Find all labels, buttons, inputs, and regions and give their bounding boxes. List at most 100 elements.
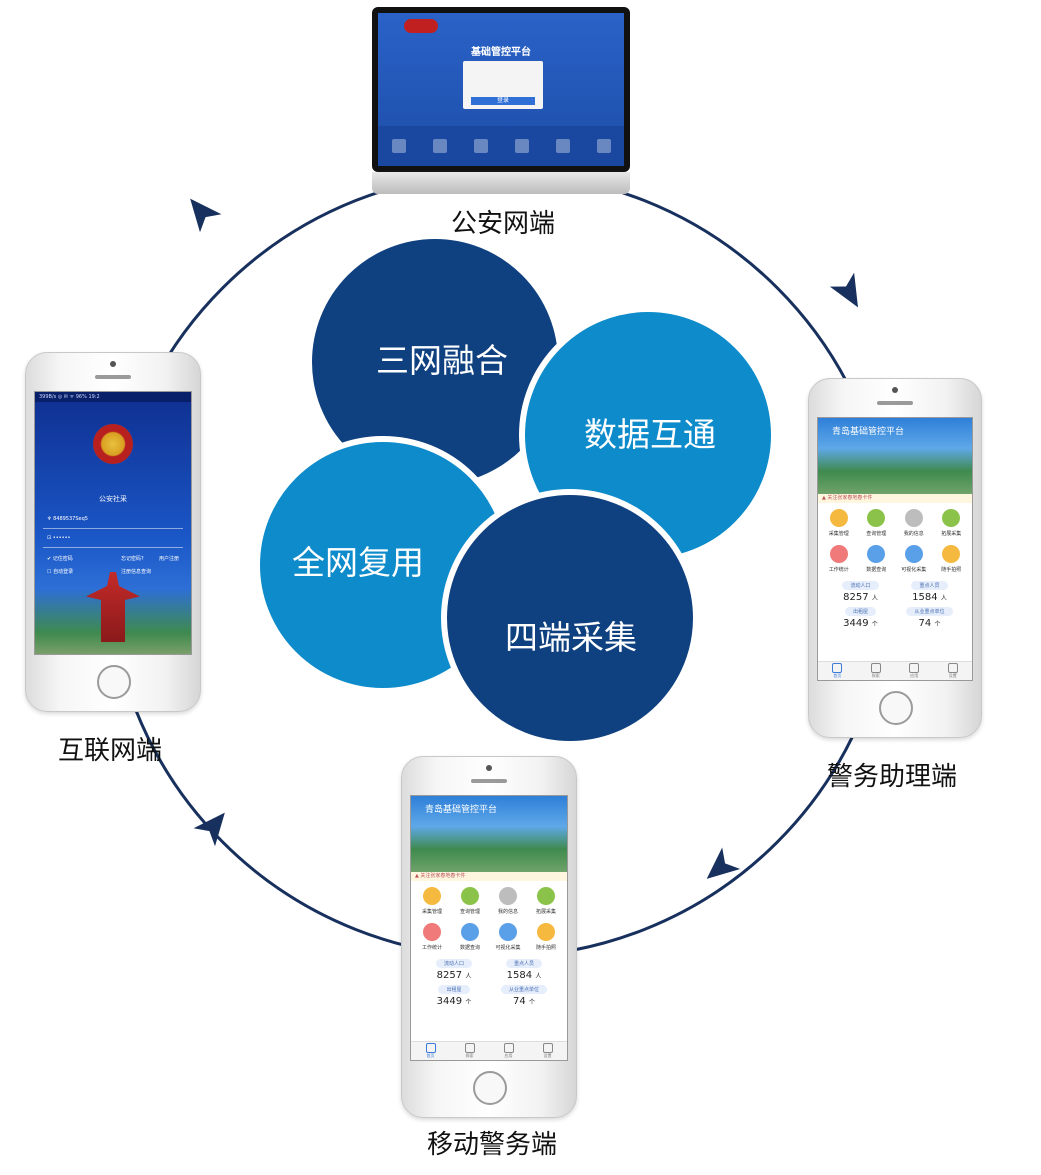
lock-icon: ⊡ (47, 535, 53, 541)
ring-arrow-top-right (829, 272, 858, 308)
app-icon-dataquery[interactable]: 数据查询 (451, 923, 489, 951)
user-icon (904, 509, 923, 527)
app-icon-grid: 采集管理 查询管理 我的信息 拓展采集 工作统计 数据查询 可视化采集 随手拍照 (818, 503, 972, 579)
tab-settings[interactable]: 设置 (542, 1043, 553, 1059)
user-icon (499, 887, 517, 905)
app-icon-photo[interactable]: 随手拍照 (527, 923, 565, 951)
petal-fusion-label: 三网融合 (376, 341, 508, 380)
camera-icon (110, 361, 116, 367)
forgot-link[interactable]: 忘记密码? (121, 556, 144, 562)
speaker-icon (877, 401, 913, 405)
monitor-screen: 基础管控平台 登录 (378, 13, 624, 166)
camera-icon (942, 545, 961, 563)
app-icon-visual[interactable]: 可视化采集 (489, 923, 527, 951)
account-field[interactable]: ♆ 8489537Seq5 (47, 516, 88, 522)
device-label-mobile: 移动警务端 (426, 1130, 558, 1160)
app-title: 青岛基础管控平台 (832, 427, 905, 437)
visual-icon (499, 923, 517, 941)
tab-home[interactable]: 首页 (425, 1043, 436, 1059)
app-icon-expand[interactable]: 拓展采集 (933, 509, 971, 537)
login-screen: 399B/s ◎ ✉ ᯤ 96% 19:2 公安社采 ♆ 8489537Seq5… (34, 391, 192, 655)
police-web-monitor: 基础管控平台 登录 (372, 7, 630, 197)
app-icon-collect[interactable]: 采集管理 (820, 509, 858, 537)
globe-icon[interactable] (473, 139, 488, 153)
police-emblem-icon (93, 424, 133, 464)
home-button[interactable] (473, 1071, 507, 1105)
info-icon[interactable] (514, 139, 529, 153)
home-icon (832, 663, 843, 673)
petal-collect-label: 四端采集 (505, 618, 637, 657)
app-notice: ▲ 关注张家春地春卡件 (818, 494, 972, 503)
download-icon[interactable] (555, 139, 570, 153)
speaker-icon (471, 779, 507, 783)
collect-icon (829, 509, 848, 527)
app-icon-dataquery[interactable]: 数据查询 (858, 545, 896, 573)
check-icon: ✔ (47, 556, 53, 562)
internet-phone: 399B/s ◎ ✉ ᯤ 96% 19:2 公安社采 ♆ 8489537Seq5… (25, 352, 201, 712)
register-link[interactable]: 用户注册 (159, 556, 180, 562)
app-icon-query[interactable]: 查询管理 (451, 887, 489, 915)
camera-icon (537, 923, 555, 941)
expand-icon (942, 509, 961, 527)
tab-explore[interactable]: 探索 (464, 1043, 475, 1059)
password-field[interactable]: ⊡ •••••• (47, 535, 71, 541)
grid-icon[interactable] (432, 139, 447, 153)
app-icon-photo[interactable]: 随手拍照 (933, 545, 971, 573)
app-banner: 青岛基础管控平台 (411, 796, 567, 872)
database-icon (867, 545, 886, 563)
app-tabbar: 首页 探索 应用 设置 (818, 661, 972, 680)
petal-reuse-label: 全网复用 (292, 543, 424, 582)
grid-icon (909, 663, 920, 673)
camera-icon (486, 765, 492, 771)
compass-icon (870, 663, 881, 673)
tab-apps[interactable]: 应用 (909, 663, 920, 679)
account-underline (43, 528, 183, 529)
grid-icon (503, 1043, 514, 1053)
tab-home[interactable]: 首页 (832, 663, 843, 679)
app-icon-myinfo[interactable]: 我的信息 (895, 509, 933, 537)
device-label-internet: 互联网端 (57, 736, 163, 766)
checkbox-icon: ☐ (47, 569, 54, 575)
mobile-icon[interactable] (596, 139, 611, 153)
register-query-link[interactable]: 注册信息查询 (121, 569, 152, 575)
phone-icon[interactable] (391, 139, 406, 153)
stats-icon (423, 923, 441, 941)
monitor-login-button[interactable]: 登录 (471, 97, 535, 105)
app-icon-stats[interactable]: 工作统计 (820, 545, 858, 573)
camera-icon (892, 387, 898, 393)
app-title: 青岛基础管控平台 (425, 805, 498, 815)
app-icon-grid: 采集管理 查询管理 我的信息 拓展采集 工作统计 数据查询 可视化采集 随手拍照 (411, 881, 567, 957)
device-label-police-web: 公安网端 (450, 209, 556, 239)
app-icon-stats[interactable]: 工作统计 (413, 923, 451, 951)
auto-login-checkbox[interactable]: ☐ 自动登录 (47, 569, 74, 575)
tab-apps[interactable]: 应用 (503, 1043, 514, 1059)
app-icon-query[interactable]: 查询管理 (858, 509, 896, 537)
query-icon (461, 887, 479, 905)
monitor-footer-links (378, 126, 624, 166)
login-app-name: 公安社采 (99, 495, 127, 503)
password-underline (43, 547, 183, 548)
query-icon (867, 509, 886, 527)
app-icon-expand[interactable]: 拓展采集 (527, 887, 565, 915)
home-button[interactable] (97, 665, 131, 699)
app-icon-visual[interactable]: 可视化采集 (895, 545, 933, 573)
gear-icon (542, 1043, 553, 1053)
tab-explore[interactable]: 探索 (870, 663, 881, 679)
ring-arrow-bottom-left (193, 812, 225, 847)
remember-checkbox[interactable]: ✔ 记住密码 (47, 556, 73, 562)
mobile-police-phone: 青岛基础管控平台 ▲ 关注张家春地春卡件 采集管理 查询管理 我的信息 拓展采集… (401, 756, 577, 1118)
home-button[interactable] (879, 691, 913, 725)
compass-icon (464, 1043, 475, 1053)
app-icon-collect[interactable]: 采集管理 (413, 887, 451, 915)
app-notice: ▲ 关注张家春地春卡件 (411, 872, 567, 881)
login-box: 登录 (463, 61, 543, 109)
app-icon-myinfo[interactable]: 我的信息 (489, 887, 527, 915)
tab-settings[interactable]: 设置 (947, 663, 958, 679)
